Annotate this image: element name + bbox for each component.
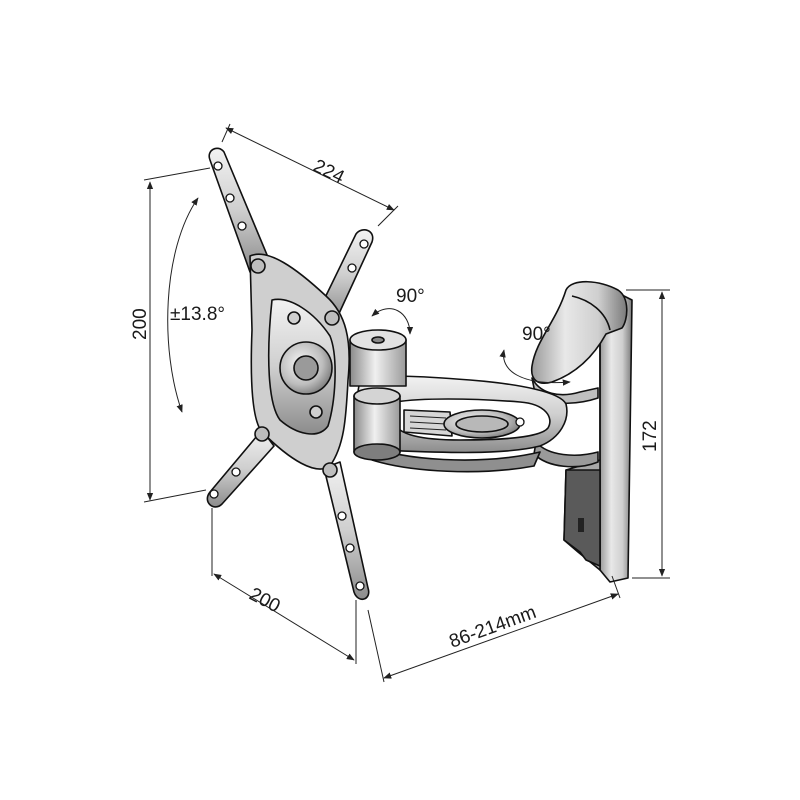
extension-arm [355, 375, 568, 473]
dimension-tilt: ±13.8° [167, 197, 225, 413]
dimension-200-vertical: 200 [130, 167, 211, 503]
dim-swivel-plate-label: 90° [396, 286, 425, 307]
wall-plate [530, 280, 633, 583]
dimension-172: 172 [626, 289, 670, 579]
dimension-arm-extension: 86-214mm [367, 575, 621, 683]
dim-224-label: 224 [310, 156, 348, 189]
dim-200-vertical-label: 200 [130, 308, 151, 340]
pivot-joint [349, 329, 407, 461]
dimension-swivel-plate: 90° [371, 286, 425, 335]
dim-172-label: 172 [640, 420, 661, 452]
dimension-swivel-wall: 90° [499, 324, 571, 386]
dimension-200-bottom: 200 [211, 508, 357, 664]
dim-200-bottom-label: 200 [246, 584, 284, 617]
dim-tilt-label: ±13.8° [170, 304, 225, 325]
vesa-plate [206, 147, 374, 600]
dim-swivel-wall-label: 90° [522, 324, 551, 345]
